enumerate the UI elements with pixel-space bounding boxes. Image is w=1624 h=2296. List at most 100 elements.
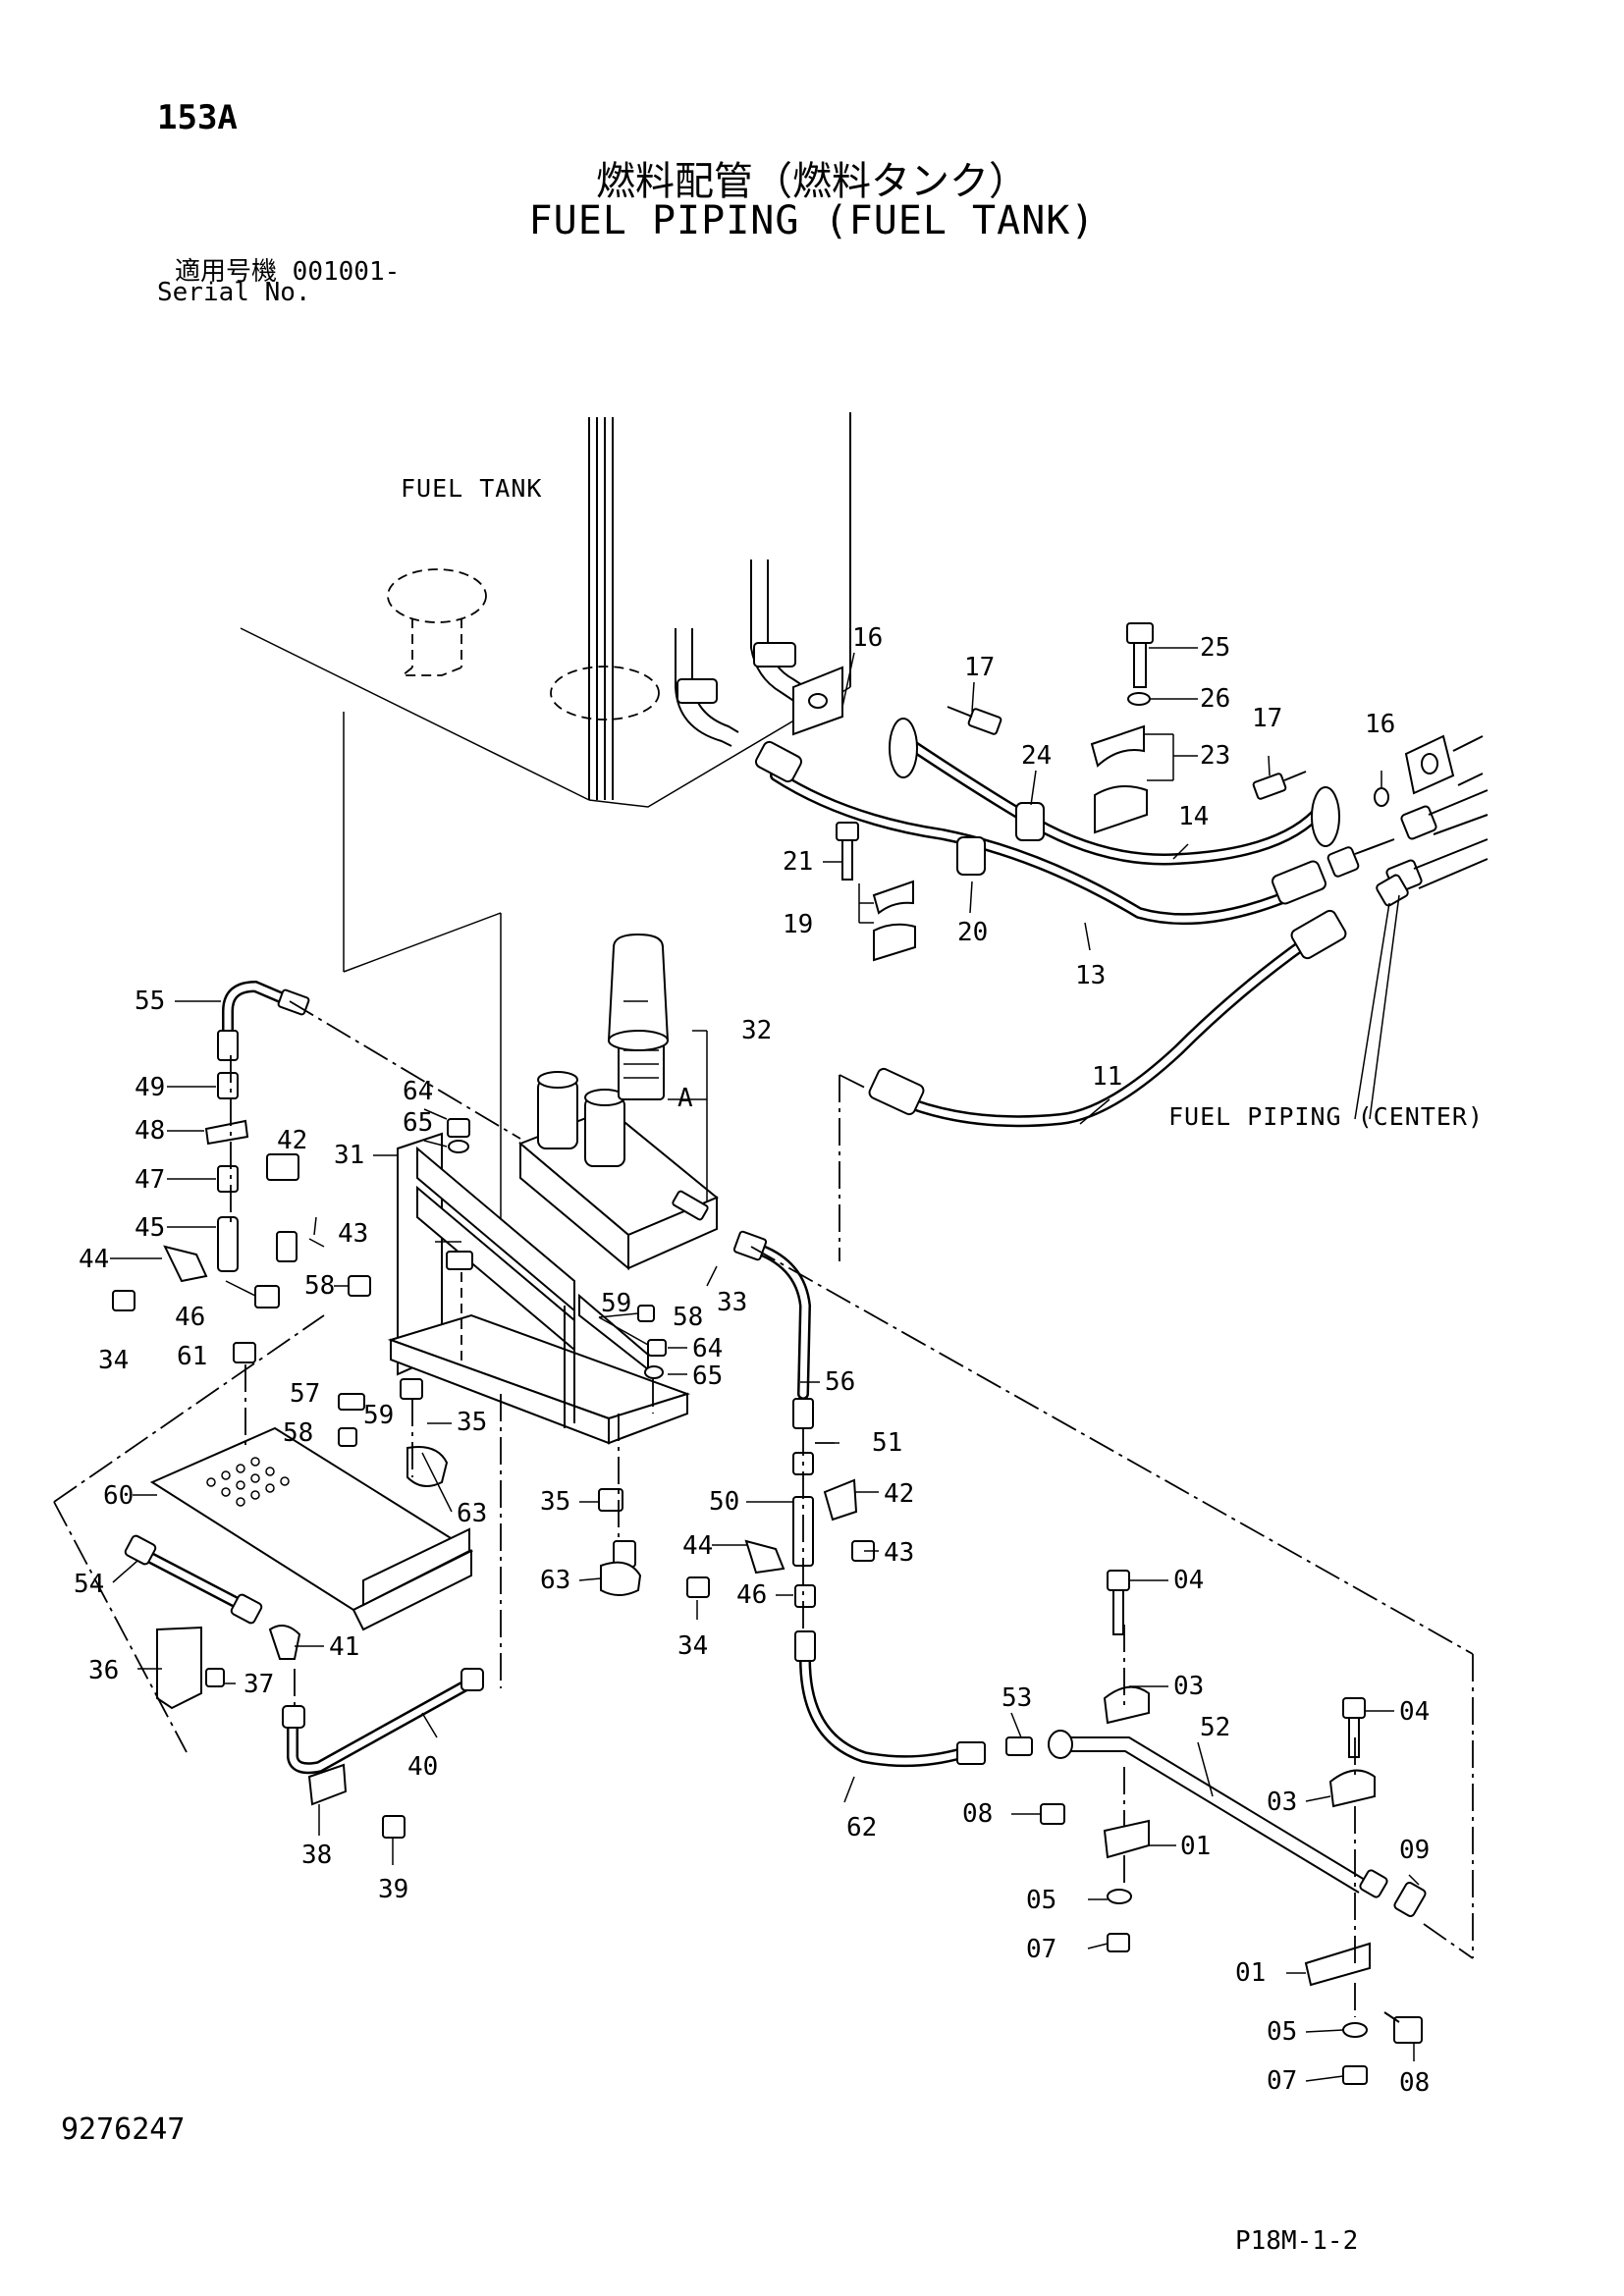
- callout-65b: 65: [692, 1362, 723, 1391]
- callout-01: 01: [1180, 1832, 1211, 1861]
- callout-46: 46: [175, 1303, 205, 1332]
- bolt-25: [1126, 622, 1154, 706]
- callout-03: 03: [1173, 1672, 1204, 1701]
- hose-40: [282, 1668, 484, 1775]
- callout-58b: 58: [673, 1303, 703, 1332]
- callout-54: 54: [74, 1570, 104, 1599]
- callout-45: 45: [135, 1213, 165, 1243]
- callout-61: 61: [177, 1342, 207, 1371]
- callout-24: 24: [1021, 741, 1052, 771]
- small-fittings: [112, 1072, 1427, 2085]
- callout-59b: 59: [601, 1289, 631, 1318]
- bolt-21: [836, 822, 859, 881]
- callout-52: 52: [1200, 1713, 1230, 1742]
- callout-07: 07: [1026, 1935, 1056, 1964]
- hose-11: [868, 874, 1409, 1128]
- fuel-tank-outline: [240, 412, 851, 1237]
- callout-63: 63: [457, 1499, 487, 1528]
- callout-11: 11: [1092, 1062, 1122, 1092]
- callout-44: 44: [79, 1245, 109, 1274]
- callout-14: 14: [1178, 802, 1209, 831]
- callout-53: 53: [1001, 1683, 1032, 1713]
- callout-08: 08: [962, 1799, 993, 1829]
- callout-59: 59: [363, 1401, 394, 1430]
- callout-64: 64: [403, 1077, 433, 1106]
- callout-58: 58: [304, 1271, 335, 1301]
- bolt-17: [947, 706, 1307, 800]
- callout-16b: 16: [1365, 710, 1395, 739]
- callout-07b: 07: [1267, 2066, 1297, 2096]
- hose-62: [794, 1630, 986, 1768]
- hose-54: [124, 1534, 263, 1625]
- callout-43: 43: [338, 1219, 368, 1249]
- plate-holes: [206, 1457, 290, 1507]
- callout-16: 16: [852, 623, 883, 653]
- callout-25: 25: [1200, 633, 1230, 663]
- callout-23: 23: [1200, 741, 1230, 771]
- hose-55: [217, 980, 310, 1061]
- leader-lines: [110, 647, 1420, 2082]
- fuel-piping-center-label: FUEL PIPING (CENTER): [1168, 1102, 1484, 1131]
- bracket-31: [387, 1132, 691, 1445]
- callout-48: 48: [135, 1116, 165, 1146]
- callout-26: 26: [1200, 684, 1230, 714]
- callout-05b: 05: [1267, 2017, 1297, 2047]
- callout-63b: 63: [540, 1566, 570, 1595]
- callout-58c: 58: [283, 1418, 313, 1448]
- fuel-filter-assembly: [518, 933, 719, 1271]
- callout-39: 39: [378, 1875, 408, 1904]
- pipe-13: [755, 740, 1395, 926]
- serial-line-ja: 適用号機 001001-: [175, 251, 400, 288]
- callout-17b: 17: [1252, 704, 1282, 733]
- serial-label-ja: 適用号機: [175, 257, 278, 287]
- callout-37: 37: [244, 1670, 274, 1699]
- callout-01b: 01: [1235, 1958, 1266, 1988]
- callout-numbers: 55 49 48 47 45 44 34 46 61 42 43 64 65 3…: [74, 623, 1430, 2098]
- callout-20: 20: [957, 918, 988, 947]
- callout-36: 36: [88, 1656, 119, 1685]
- hose-56: [732, 1230, 814, 1429]
- view-ref-a: A: [677, 1084, 693, 1113]
- callout-44b: 44: [682, 1531, 713, 1561]
- callout-41: 41: [329, 1632, 359, 1662]
- callout-64b: 64: [692, 1334, 723, 1363]
- document-number: 9276247: [61, 2112, 186, 2147]
- callout-42: 42: [277, 1126, 307, 1155]
- callout-17: 17: [964, 653, 995, 682]
- fuel-tank-label: FUEL TANK: [401, 474, 542, 503]
- callout-65: 65: [403, 1108, 433, 1138]
- callout-55: 55: [135, 987, 165, 1016]
- pipe-14: [889, 718, 1340, 876]
- callout-46b: 46: [736, 1580, 767, 1610]
- callout-47: 47: [135, 1165, 165, 1195]
- callout-03b: 03: [1267, 1788, 1297, 1817]
- bracket-60: [149, 1426, 474, 1631]
- callout-40: 40: [407, 1752, 438, 1782]
- callout-04: 04: [1173, 1566, 1204, 1595]
- serial-value: 001001-: [292, 257, 401, 287]
- pipe-52: [1048, 1730, 1388, 1898]
- clamp-19: [872, 880, 916, 962]
- page-number: 153A: [157, 98, 238, 137]
- leader-fuel-center: [1354, 902, 1390, 1120]
- callout-34: 34: [98, 1346, 129, 1375]
- callout-09: 09: [1399, 1836, 1430, 1865]
- callout-08b: 08: [1399, 2068, 1430, 2098]
- callout-50: 50: [709, 1487, 739, 1517]
- callout-35b: 35: [540, 1487, 570, 1517]
- serial-label-en: Serial No.: [157, 278, 311, 307]
- callout-60: 60: [103, 1481, 134, 1511]
- title-japanese: 燃料配管（燃料タンク）: [596, 159, 1028, 204]
- callout-42b: 42: [884, 1479, 914, 1509]
- callout-49: 49: [135, 1073, 165, 1102]
- callout-31: 31: [334, 1141, 364, 1170]
- callout-21: 21: [783, 847, 813, 877]
- callout-62: 62: [846, 1813, 877, 1842]
- flange-right: [1374, 734, 1489, 894]
- callout-33: 33: [717, 1288, 747, 1317]
- callout-04b: 04: [1399, 1697, 1430, 1727]
- callout-51: 51: [872, 1428, 902, 1458]
- callout-57: 57: [290, 1379, 320, 1409]
- callout-05: 05: [1026, 1886, 1056, 1915]
